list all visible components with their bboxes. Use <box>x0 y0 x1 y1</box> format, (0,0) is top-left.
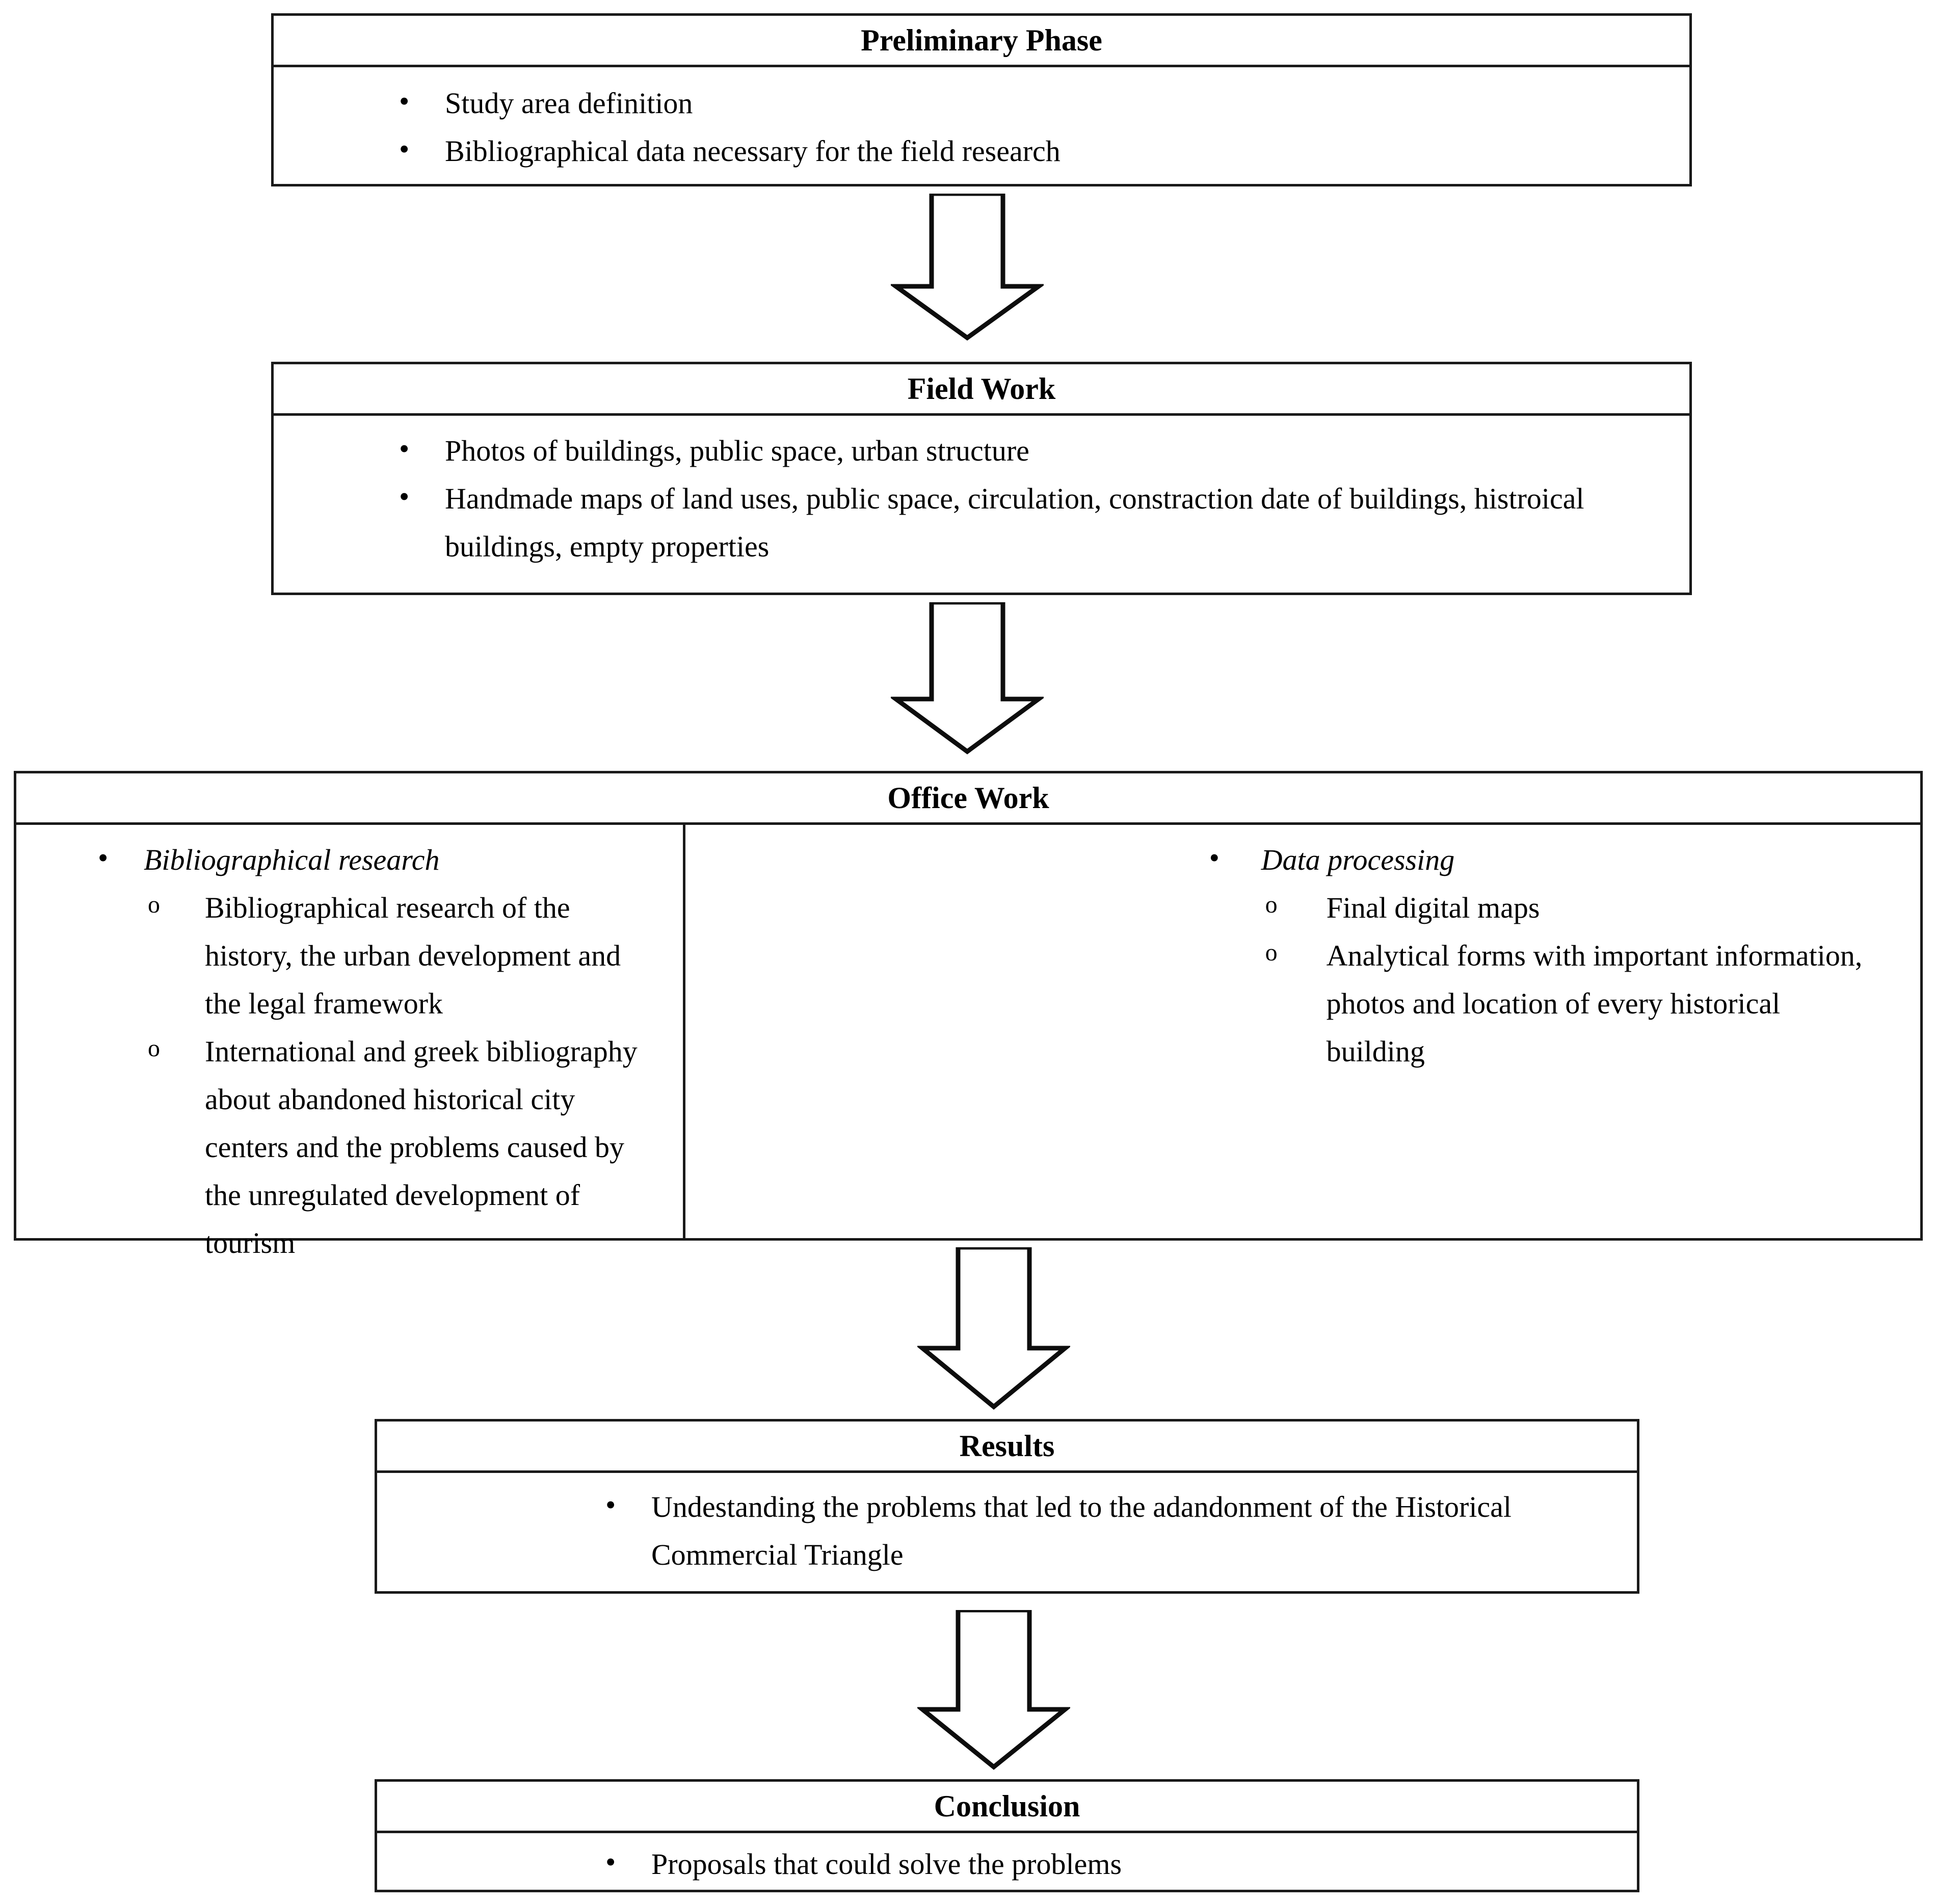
node-office-work-header: Office Work <box>16 773 1920 825</box>
node-results-body: Undestanding the problems that led to th… <box>377 1473 1637 1579</box>
node-office-work-body: Bibliographical research Bibliographical… <box>16 825 1920 1259</box>
list-item: Bibliographical research Bibliographical… <box>73 834 652 1267</box>
conclusion-bullet-list: Proposals that could solve the problems <box>581 1838 1606 1888</box>
list-item: Handmade maps of land uses, public space… <box>375 473 1654 571</box>
node-field-work: Field Work Photos of buildings, public s… <box>271 362 1692 595</box>
node-preliminary-phase-body: Study area definition Bibliographical da… <box>274 67 1689 175</box>
list-item: Data processing Final digital maps Analy… <box>1195 834 1879 1076</box>
node-field-work-body: Photos of buildings, public space, urban… <box>274 416 1689 571</box>
column-heading: Data processing <box>1261 843 1455 876</box>
bibliographical-research-list: Bibliographical research Bibliographical… <box>73 834 652 1267</box>
fieldwork-bullet-list: Photos of buildings, public space, urban… <box>375 425 1654 571</box>
data-processing-sublist: Final digital maps Analytical forms with… <box>1261 884 1879 1076</box>
arrow-fieldwork-to-officework-icon <box>891 602 1044 755</box>
node-conclusion-body: Proposals that could solve the problems <box>377 1833 1637 1888</box>
node-preliminary-phase-header: Preliminary Phase <box>274 16 1689 67</box>
list-item: Bibliographical data necessary for the f… <box>375 125 1689 175</box>
sub-list-item: Bibliographical research of the history,… <box>144 884 652 1028</box>
column-heading: Bibliographical research <box>144 843 440 876</box>
list-item: Photos of buildings, public space, urban… <box>375 425 1654 475</box>
sub-list-item: Final digital maps <box>1261 884 1879 932</box>
sub-list-item: International and greek bibliography abo… <box>144 1028 652 1267</box>
arrow-officework-to-results-icon <box>917 1247 1070 1410</box>
node-field-work-header: Field Work <box>274 364 1689 416</box>
node-office-work: Office Work Bibliographical research Bib… <box>14 771 1923 1259</box>
results-bullet-list: Undestanding the problems that led to th… <box>581 1481 1606 1579</box>
arrow-preliminary-to-fieldwork-icon <box>891 194 1044 341</box>
list-item: Study area definition <box>375 77 1689 127</box>
node-preliminary-phase: Preliminary Phase Study area definition … <box>271 13 1692 186</box>
bibliographical-research-sublist: Bibliographical research of the history,… <box>144 884 652 1267</box>
sub-list-item: Analytical forms with important informat… <box>1261 932 1879 1076</box>
node-results: Results Undestanding the problems that l… <box>375 1419 1639 1594</box>
office-work-column-bibliographical-research: Bibliographical research Bibliographical… <box>16 825 685 1259</box>
list-item: Undestanding the problems that led to th… <box>581 1481 1606 1579</box>
node-conclusion-header: Conclusion <box>377 1782 1637 1833</box>
office-work-column-data-processing: Data processing Final digital maps Analy… <box>685 825 1920 1238</box>
preliminary-bullet-list: Study area definition Bibliographical da… <box>375 77 1689 175</box>
arrow-results-to-conclusion-icon <box>917 1610 1070 1771</box>
list-item: Proposals that could solve the problems <box>581 1838 1606 1888</box>
data-processing-list: Data processing Final digital maps Analy… <box>1195 834 1879 1076</box>
node-conclusion: Conclusion Proposals that could solve th… <box>375 1779 1639 1892</box>
node-results-header: Results <box>377 1422 1637 1473</box>
